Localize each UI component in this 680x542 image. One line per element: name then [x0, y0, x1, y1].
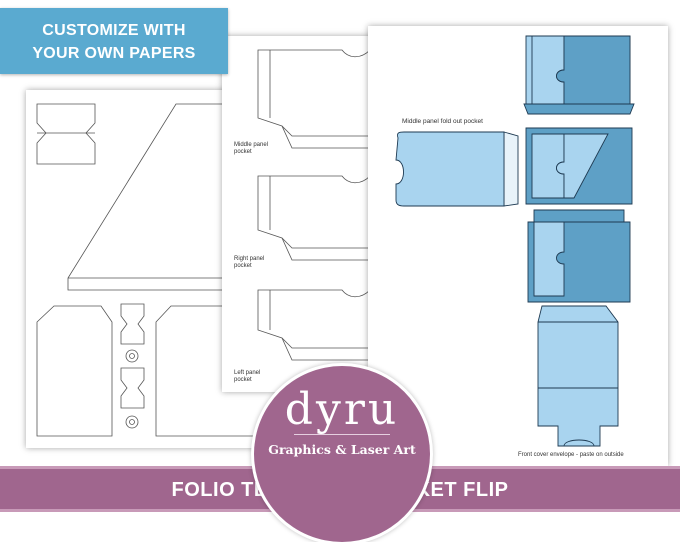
- top-stacked-pocket: [523, 35, 635, 115]
- front-cover-envelope: [537, 305, 619, 447]
- logo-divider: [294, 434, 390, 435]
- brand-logo: dyru Graphics & Laser Art: [254, 366, 430, 542]
- customize-line-1: CUSTOMIZE WITH: [42, 22, 186, 39]
- pocket-outline-drawing: [257, 49, 382, 361]
- colored-pocket-sheet: Middle panel fold out pocket Front cover…: [368, 26, 668, 466]
- customize-line-2: YOUR OWN PAPERS: [32, 45, 196, 62]
- fold-out-pocket: [395, 131, 519, 207]
- middle-panel-pocket-label: Middle panel pocket: [234, 142, 269, 155]
- middle-stacked-pocket: [525, 127, 633, 205]
- pocket-outline-sheet: Middle panel pocket Right panel pocket L…: [222, 36, 382, 392]
- fold-out-pocket-label: Middle panel fold out pocket: [402, 118, 483, 125]
- right-panel-pocket-label: Right panel pocket: [234, 256, 265, 269]
- left-pocket-outline: [257, 289, 382, 361]
- logo-wordmark: dyru: [284, 384, 400, 435]
- colored-pocket-drawing: [395, 35, 635, 447]
- logo-tagline: Graphics & Laser Art: [268, 442, 416, 457]
- bottom-stacked-pocket: [527, 209, 631, 303]
- middle-pocket-outline: [257, 49, 382, 149]
- right-pocket-outline: [257, 175, 382, 261]
- front-cover-envelope-label: Front cover envelope - paste on outside: [518, 452, 624, 458]
- left-panel-pocket-label: Left panel pocket: [234, 370, 261, 383]
- customize-banner: CUSTOMIZE WITH YOUR OWN PAPERS: [0, 8, 228, 74]
